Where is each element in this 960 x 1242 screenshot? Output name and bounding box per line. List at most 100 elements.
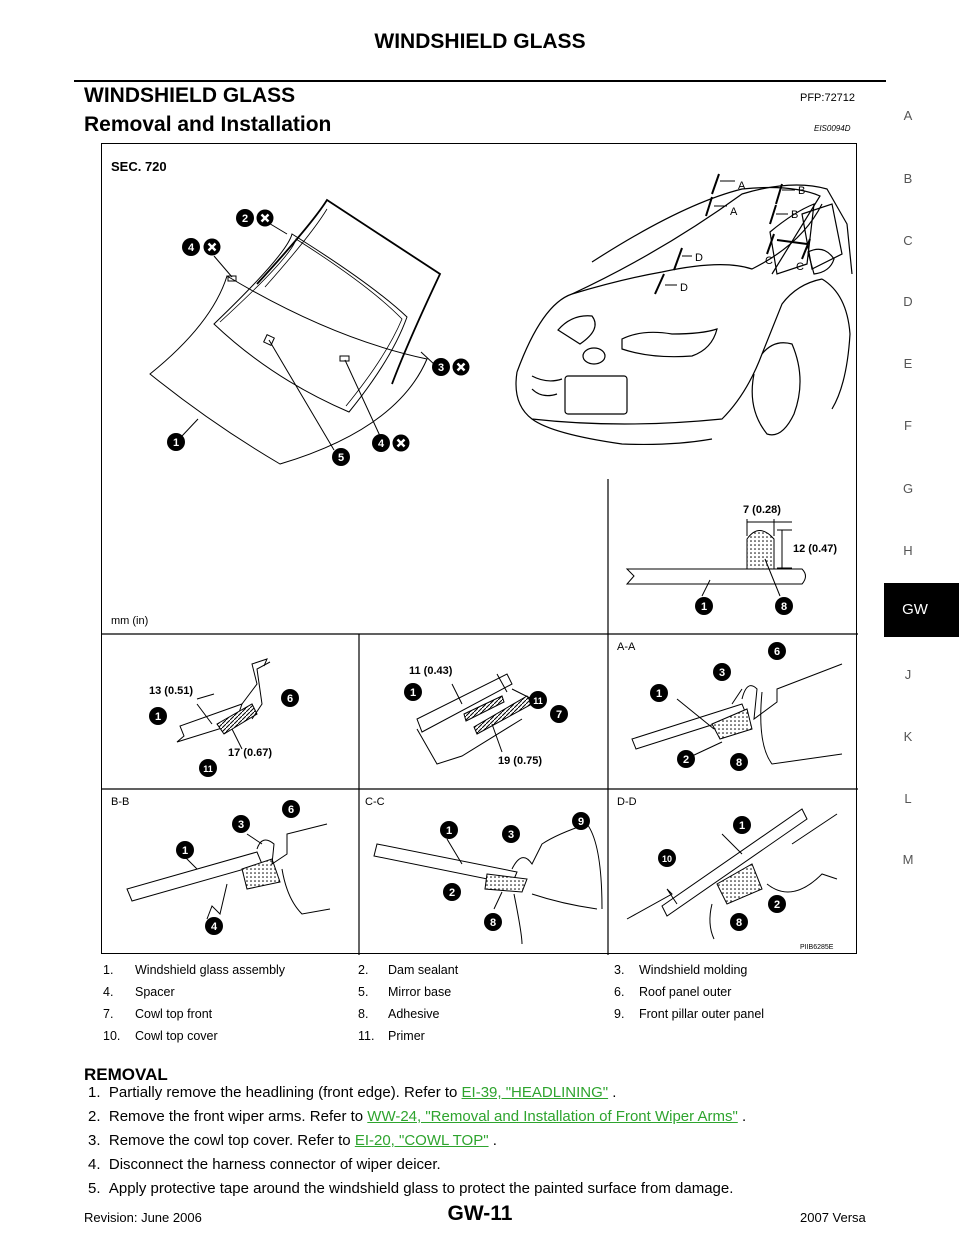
svg-text:4: 4 — [378, 438, 385, 450]
svg-text:17 (0.67): 17 (0.67) — [228, 747, 272, 759]
link-wiper-arms[interactable]: WW-24, "Removal and Installation of Fron… — [367, 1108, 738, 1125]
svg-text:19 (0.75): 19 (0.75) — [498, 755, 542, 767]
car-section-letters: A A B B D D C C — [665, 180, 805, 294]
svg-text:D: D — [680, 282, 688, 294]
section-cc-label: C-C — [365, 796, 385, 808]
index-tab-d[interactable]: D — [903, 294, 913, 309]
section-aa-label: A-A — [617, 641, 636, 653]
svg-text:6: 6 — [288, 804, 294, 816]
unit-label: mm (in) — [111, 615, 148, 627]
svg-text:12 (0.47): 12 (0.47) — [793, 543, 837, 555]
svg-text:3: 3 — [719, 667, 725, 679]
link-cowl-top[interactable]: EI-20, "COWL TOP" — [354, 1132, 489, 1149]
exploded-callouts: 2 4 3 1 5 4 — [167, 208, 471, 466]
legend-row: 1.Windshield glass assembly 2.Dam sealan… — [103, 963, 748, 977]
svg-text:4: 4 — [211, 921, 218, 933]
svg-text:7: 7 — [556, 709, 562, 721]
doc-code: EIS0094D — [814, 124, 851, 133]
index-tab-g[interactable]: G — [902, 481, 914, 496]
svg-text:8: 8 — [736, 757, 742, 769]
svg-text:6: 6 — [774, 646, 780, 658]
primer-detail-1 — [176, 658, 271, 750]
svg-text:3: 3 — [508, 829, 514, 841]
step-5: 5. Apply protective tape around the wind… — [88, 1180, 734, 1197]
index-tab-a[interactable]: A — [903, 108, 913, 123]
svg-text:1: 1 — [701, 601, 707, 613]
svg-text:8: 8 — [781, 601, 787, 613]
pfp-code: PFP:72712 — [800, 92, 856, 104]
svg-text:10: 10 — [662, 854, 672, 864]
primer-detail-2 — [416, 673, 535, 765]
svg-text:6: 6 — [287, 693, 293, 705]
index-tab-c[interactable]: C — [903, 233, 913, 248]
svg-text:4: 4 — [188, 242, 195, 254]
figure-drawing: SEC. 720 mm (in) PIIB6285E 2 4 3 1 5 4 — [102, 159, 858, 955]
legend-row: 10.Cowl top cover 11.Primer — [103, 1029, 425, 1043]
step-1: 1. Partially remove the headlining (fron… — [88, 1084, 617, 1101]
car-illustration — [515, 184, 853, 446]
svg-text:1: 1 — [739, 820, 745, 832]
index-tab-active[interactable]: GW — [884, 583, 959, 637]
index-tab-e[interactable]: E — [903, 356, 913, 371]
svg-text:9: 9 — [578, 816, 584, 828]
step-2: 2. Remove the front wiper arms. Refer to… — [88, 1108, 747, 1125]
dam-detail-text: 7 (0.28) 12 (0.47) — [743, 504, 837, 555]
svg-text:1: 1 — [410, 687, 416, 699]
svg-text:A: A — [730, 206, 738, 218]
removal-heading: REMOVAL — [84, 1065, 168, 1084]
svg-text:C: C — [765, 255, 773, 267]
svg-text:7 (0.28): 7 (0.28) — [743, 504, 781, 516]
sec-label: SEC. 720 — [111, 159, 167, 174]
link-headlining[interactable]: EI-39, "HEADLINING" — [461, 1084, 609, 1101]
svg-text:3: 3 — [238, 819, 244, 831]
glass-exploded-view — [149, 198, 442, 465]
svg-text:1: 1 — [656, 688, 662, 700]
car-section-marks — [654, 173, 811, 295]
index-tab-j[interactable]: J — [904, 667, 912, 682]
svg-text:11: 11 — [533, 696, 543, 706]
section-dd — [626, 808, 838, 940]
section-bb-label: B-B — [111, 796, 129, 808]
windshield-figure: SEC. 720 mm (in) PIIB6285E 2 4 3 1 5 4 — [101, 143, 858, 955]
index-tab-f[interactable]: F — [904, 418, 912, 433]
svg-text:A: A — [738, 180, 746, 192]
header-rule — [74, 80, 886, 82]
section-bb — [126, 823, 331, 920]
index-tab-h[interactable]: H — [903, 543, 913, 558]
section-cc — [373, 823, 603, 945]
svg-text:1: 1 — [155, 711, 161, 723]
footer-revision: Revision: June 2006 — [84, 1210, 202, 1225]
svg-text:D: D — [695, 252, 703, 264]
svg-text:5: 5 — [338, 452, 344, 464]
svg-text:11 (0.43): 11 (0.43) — [409, 665, 453, 677]
svg-text:2: 2 — [774, 899, 780, 911]
legend-row: 7.Cowl top front 8.Adhesive 9.Front pill… — [103, 1007, 765, 1021]
legend-row: 4.Spacer 5.Mirror base 6.Roof panel oute… — [103, 985, 732, 999]
index-tab-b[interactable]: B — [903, 171, 913, 186]
subsection-title: Removal and Installation — [84, 113, 332, 136]
svg-text:11: 11 — [203, 764, 213, 774]
footer-model: 2007 Versa — [800, 1210, 866, 1225]
svg-text:8: 8 — [736, 917, 742, 929]
svg-text:1: 1 — [182, 845, 188, 857]
index-tab-m[interactable]: M — [902, 852, 914, 867]
step-4: 4. Disconnect the harness connector of w… — [88, 1156, 441, 1173]
index-tab-l[interactable]: L — [904, 791, 912, 806]
section-title: WINDSHIELD GLASS — [84, 84, 296, 107]
svg-text:B: B — [798, 185, 805, 197]
svg-text:2: 2 — [683, 754, 689, 766]
footer-page-number: GW-11 — [447, 1202, 513, 1225]
svg-text:B: B — [791, 209, 798, 221]
section-dd-label: D-D — [617, 796, 637, 808]
svg-text:8: 8 — [490, 917, 496, 929]
index-tab-k[interactable]: K — [903, 729, 913, 744]
svg-text:1: 1 — [446, 825, 452, 837]
svg-text:C: C — [796, 261, 804, 273]
section-aa — [631, 663, 843, 765]
dam-detail — [625, 519, 806, 597]
figure-code: PIIB6285E — [800, 944, 834, 951]
svg-text:2: 2 — [242, 213, 248, 225]
page-header: WINDSHIELD GLASS — [374, 30, 586, 53]
svg-text:3: 3 — [438, 362, 444, 374]
svg-text:13 (0.51): 13 (0.51) — [149, 685, 193, 697]
